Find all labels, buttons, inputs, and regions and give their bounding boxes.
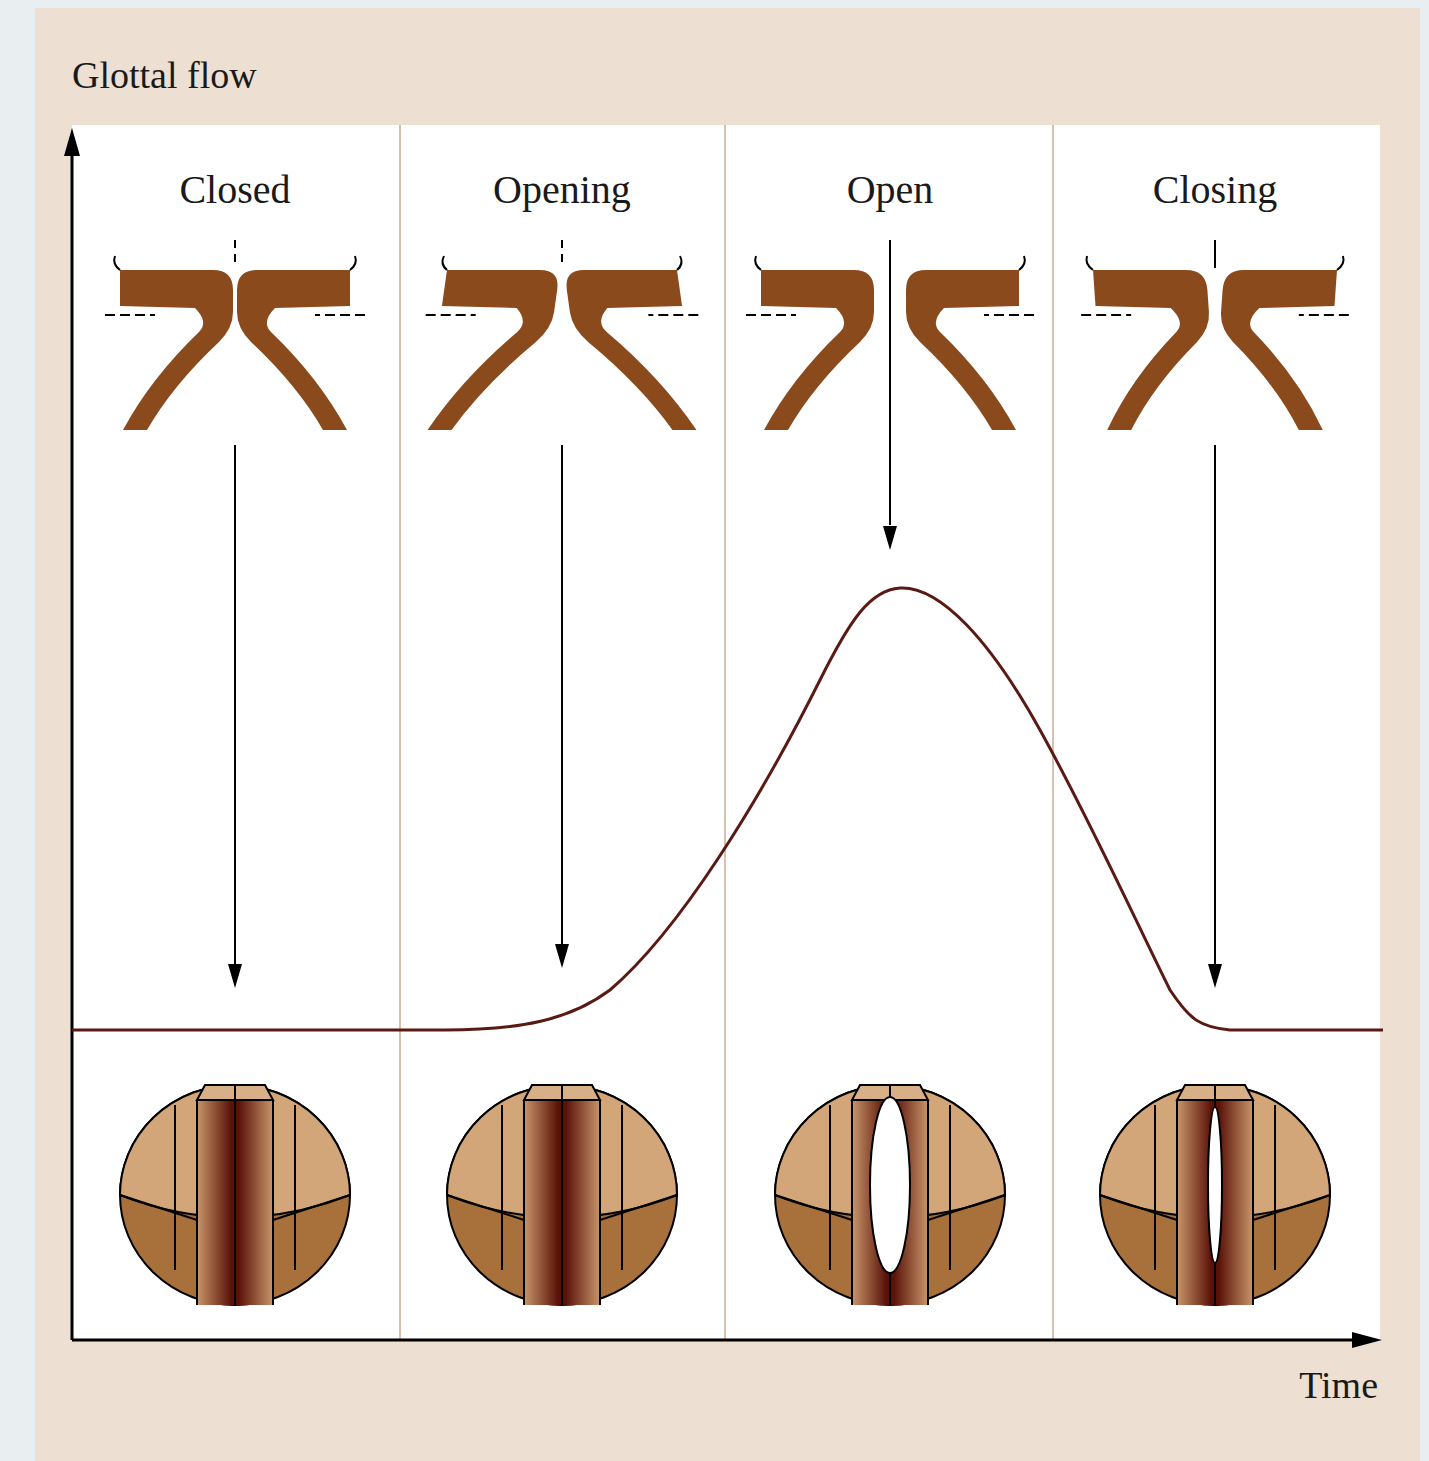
- axis-label: Time: [1299, 1365, 1378, 1407]
- phase-heading: Closed: [179, 168, 290, 212]
- phase-heading: Open: [847, 168, 934, 212]
- phase-heading: Closing: [1153, 168, 1277, 212]
- phase-heading: Opening: [493, 168, 631, 212]
- axis-label: Glottal flow: [72, 55, 257, 97]
